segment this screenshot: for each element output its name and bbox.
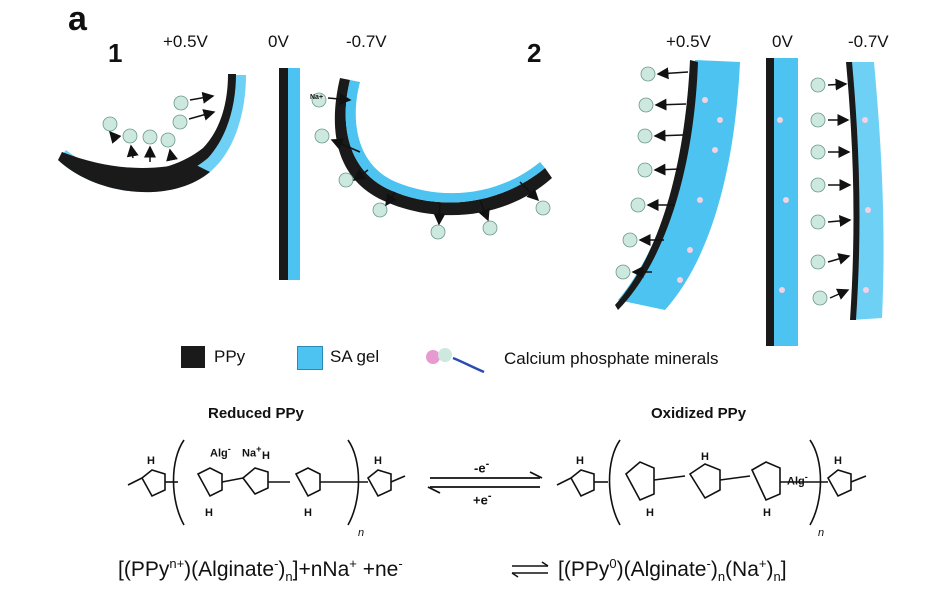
nh-label-8: H: [701, 451, 709, 463]
section-1-voltage-neg: -0.7V: [346, 32, 387, 51]
alg-label-oxidized: Alg-: [787, 472, 808, 488]
section-2-voltage-zero: 0V: [772, 32, 793, 51]
film-straight: [279, 68, 300, 280]
subscript-n-oxidized: n: [818, 527, 825, 539]
reduced-ppy-title: Reduced PPy: [208, 405, 304, 422]
legend-sa-gel-swatch: [297, 346, 323, 370]
ions-section-2: [615, 66, 828, 306]
section-1-voltage-pos: +0.5V: [163, 32, 208, 51]
nh-label-4: H: [304, 507, 312, 519]
ion-arrows-section-2: [631, 67, 852, 300]
legend-ppy-swatch: [181, 346, 205, 368]
film-bent-left: [58, 74, 246, 193]
nh-label-7: H: [646, 507, 654, 519]
film-bent-right: [334, 78, 552, 216]
section-2-number: 2: [527, 38, 542, 68]
equation-arrows: [511, 561, 549, 578]
ion-arrows-section-1: [109, 91, 540, 226]
reverse-arrow-label: +e-: [473, 490, 492, 508]
nh-label-6: H: [576, 455, 584, 467]
equation-left: [(PPyn+)(Alginate-)n]+nNa+ +ne-: [118, 556, 403, 585]
nh-label-1: H: [147, 455, 155, 467]
film-2-right: [846, 62, 884, 320]
section-2-voltage-pos: +0.5V: [666, 32, 711, 51]
film-2-middle: [766, 58, 798, 346]
legend-sa-gel-label: SA gel: [330, 347, 380, 366]
oxidized-ppy-title: Oxidized PPy: [651, 405, 747, 422]
equation-right: [(PPy0)(Alginate-)n(Na+)n]: [558, 556, 787, 585]
ions-section-1: [102, 92, 551, 240]
nh-label-3: H: [262, 450, 270, 462]
nh-label-2: H: [205, 507, 213, 519]
minerals-section-2: [677, 97, 871, 293]
section-2-voltage-neg: -0.7V: [848, 32, 889, 51]
nh-label-9: H: [763, 507, 771, 519]
equilibrium-arrows: [427, 471, 543, 494]
legend-ppy-label: PPy: [214, 347, 246, 366]
forward-arrow-label: -e-: [474, 458, 490, 476]
ion-label: Na+: [310, 94, 324, 101]
panel-label: a: [68, 0, 87, 38]
oxidized-ppy-structure: [556, 439, 867, 526]
mineral-legend-icon: [426, 348, 485, 374]
section-1-number: 1: [108, 38, 123, 68]
subscript-n-reduced: n: [358, 527, 365, 539]
alg-label-reduced: Alg-: [210, 444, 231, 460]
reduced-ppy-structure: [127, 439, 406, 526]
section-1-voltage-zero: 0V: [268, 32, 289, 51]
film-2-left: [615, 60, 740, 310]
nh-label-5: H: [374, 455, 382, 467]
na-label-reduced: Na+: [242, 444, 262, 460]
legend-minerals-label: Calcium phosphate minerals: [504, 349, 719, 368]
nh-label-10: H: [834, 455, 842, 467]
